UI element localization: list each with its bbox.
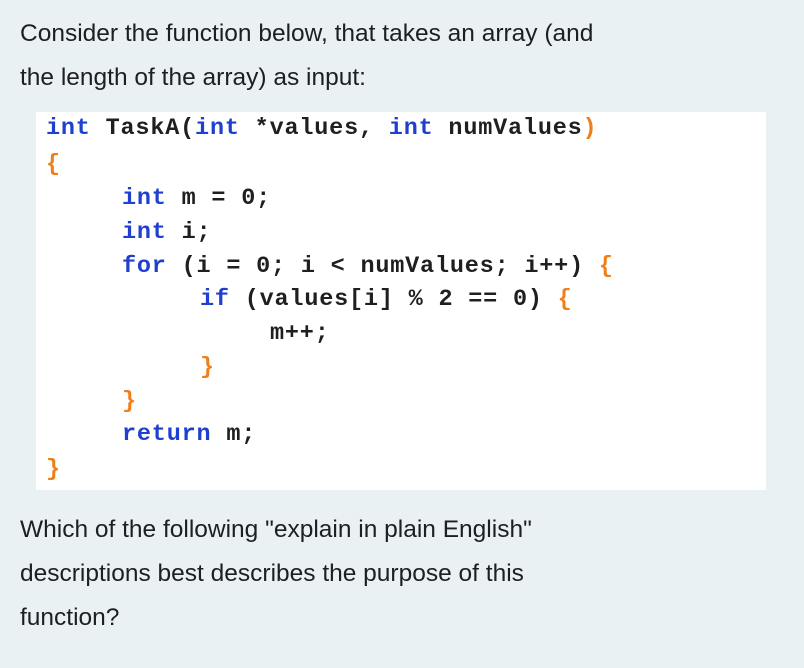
code-decl-i-rest: i; (166, 219, 212, 246)
question-line-1: Which of the following "explain in plain… (20, 516, 532, 543)
code-return-value: m; (211, 421, 257, 448)
code-keyword: return (122, 421, 212, 448)
code-line-decl-i: int i; (122, 218, 211, 248)
code-line-open-brace: { (46, 151, 61, 178)
code-line-increment: m++; (270, 320, 330, 347)
code-decl-m-rest: m = 0; (166, 185, 272, 212)
code-function-name: TaskA( (90, 115, 196, 142)
code-brace: { (598, 253, 614, 280)
code-keyword: for (122, 253, 167, 280)
code-for-header: (i = 0; i < numValues; i++) (166, 253, 599, 280)
question-text: Which of the following "explain in plain… (20, 508, 790, 640)
code-keyword: int (46, 115, 91, 142)
code-if-condition: (values[i] % 2 == 0) (229, 286, 558, 313)
code-keyword: int (122, 219, 167, 246)
code-param-numvalues: numValues (433, 115, 583, 142)
code-param-values: *values, (239, 115, 389, 142)
code-line-for: for (i = 0; i < numValues; i++) { (122, 252, 614, 282)
question-line-2: descriptions best describes the purpose … (20, 560, 524, 587)
intro-text: Consider the function below, that takes … (20, 12, 790, 100)
code-line-close-brace: } (46, 456, 61, 483)
code-line-signature: int TaskA(int *values, int numValues) (46, 114, 597, 144)
intro-line-1: Consider the function below, that takes … (20, 20, 594, 47)
code-paren-close: ) (582, 115, 598, 142)
code-line-return: return m; (122, 420, 256, 450)
code-brace: { (557, 286, 573, 313)
code-keyword: int (122, 185, 167, 212)
code-keyword: int (195, 115, 240, 142)
code-keyword: if (200, 286, 230, 313)
code-line-for-close: } (122, 388, 137, 415)
code-line-if: if (values[i] % 2 == 0) { (200, 285, 573, 315)
intro-line-2: the length of the array) as input: (20, 64, 366, 91)
code-keyword: int (388, 115, 434, 142)
code-line-if-close: } (200, 354, 215, 381)
code-block: int TaskA(int *values, int numValues) { … (36, 112, 766, 490)
question-line-3: function? (20, 604, 120, 631)
code-line-decl-m: int m = 0; (122, 184, 271, 214)
